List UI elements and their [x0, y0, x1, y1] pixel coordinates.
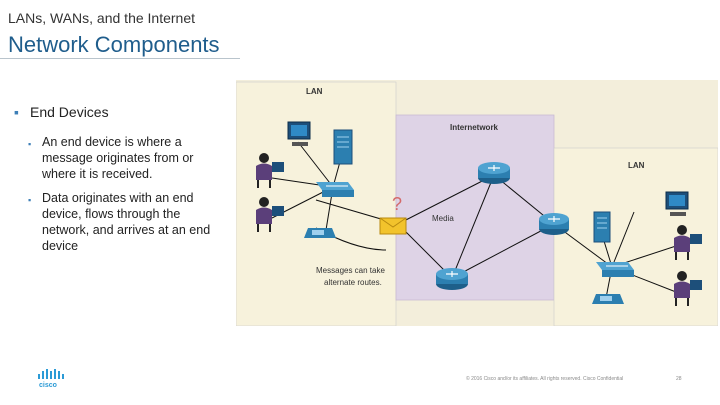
- server-icon: [333, 129, 353, 165]
- sub-bullet-2: ▪ Data originates with an end device, flo…: [28, 190, 224, 254]
- question-mark: ?: [392, 194, 402, 214]
- sub-bullet-text: An end device is where a message origina…: [42, 135, 194, 181]
- desktop-pc-icon: [287, 121, 311, 146]
- main-bullet-text: End Devices: [30, 104, 109, 120]
- envelope-icon: [379, 217, 407, 235]
- cisco-logo-icon: cisco: [38, 369, 64, 389]
- sub-bullet-1: ▪ An end device is where a message origin…: [28, 134, 224, 182]
- user-workstation-icon: [674, 225, 702, 260]
- bullet-marker: ▪: [28, 195, 32, 205]
- ip-phone-icon: [592, 294, 624, 304]
- title-divider: [0, 58, 240, 59]
- ip-phone-icon: [304, 228, 336, 238]
- router-icon: [436, 268, 468, 290]
- desktop-pc-icon: [665, 191, 689, 216]
- router-icon: [478, 162, 510, 184]
- internetwork-label: Internetwork: [450, 123, 499, 132]
- bullet-list: ▪ End Devices ▪ An end device is where a m…: [14, 104, 224, 262]
- network-diagram: LAN Internetwork LAN Media Messages can …: [236, 80, 718, 326]
- media-label: Media: [432, 214, 454, 223]
- switch-icon: [596, 262, 634, 277]
- caption-line-2: alternate routes.: [324, 278, 382, 287]
- caption-line-1: Messages can take: [316, 266, 385, 275]
- user-workstation-icon: [256, 153, 284, 188]
- bullet-marker: ▪: [14, 104, 19, 120]
- page-number: 28: [676, 376, 682, 382]
- footer-legal: © 2016 Cisco and/or its affiliates. All …: [466, 376, 624, 382]
- switch-icon: [316, 182, 354, 197]
- sub-bullet-text: Data originates with an end device, flow…: [42, 191, 211, 253]
- cisco-logo-text: cisco: [39, 382, 57, 388]
- cisco-logo: cisco: [36, 368, 66, 393]
- internetwork-zone: [395, 114, 555, 301]
- section-kicker: LANs, WANs, and the Internet: [8, 10, 196, 26]
- main-bullet: ▪ End Devices: [14, 104, 224, 120]
- user-workstation-icon: [674, 271, 702, 306]
- server-icon: [593, 211, 611, 243]
- lan-left-label: LAN: [306, 87, 323, 96]
- lan-right-label: LAN: [628, 161, 645, 170]
- bullet-marker: ▪: [28, 139, 32, 149]
- router-icon: [539, 213, 569, 235]
- user-workstation-icon: [256, 197, 284, 232]
- slide-title: Network Components: [8, 32, 220, 57]
